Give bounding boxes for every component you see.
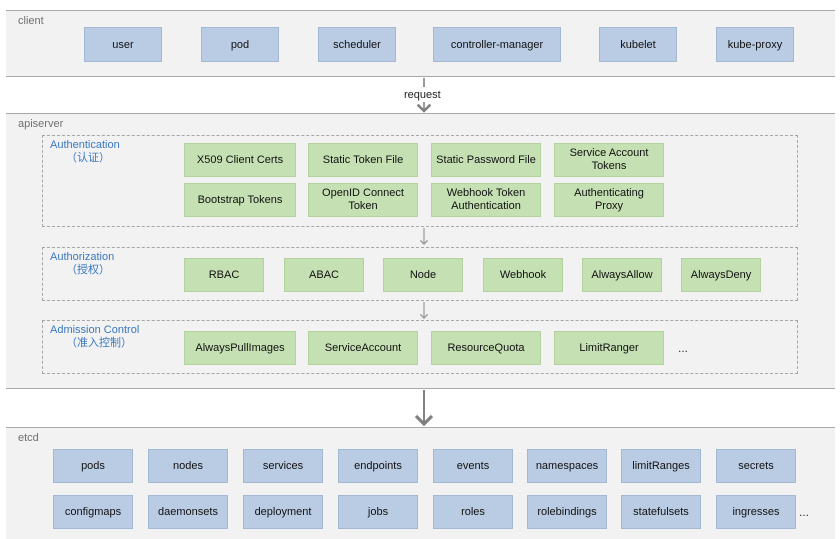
client-item-kubelet: kubelet (599, 27, 677, 62)
etcd-events: events (433, 449, 513, 483)
etcd-label: etcd (18, 432, 39, 444)
request-label: request (404, 89, 441, 101)
authz-node: Node (383, 258, 463, 292)
etcd-jobs: jobs (338, 495, 418, 529)
etcd-daemonsets: daemonsets (148, 495, 228, 529)
client-item-pod: pod (201, 27, 279, 62)
apiserver-label: apiserver (18, 118, 64, 130)
etcd-endpoints: endpoints (338, 449, 418, 483)
admission-limit-ranger: LimitRanger (554, 331, 664, 365)
client-label: client (18, 15, 44, 27)
authz-always-deny: AlwaysDeny (681, 258, 761, 292)
authentication-title-text: Authentication (50, 139, 120, 151)
etcd-limitranges: limitRanges (621, 449, 701, 483)
etcd-pods: pods (53, 449, 133, 483)
authn-static-password: Static Password File (431, 143, 541, 177)
etcd-statefulsets: statefulsets (621, 495, 701, 529)
apiserver-panel: apiserver (6, 113, 835, 389)
client-item-controller-manager: controller-manager (433, 27, 561, 62)
authorization-group (42, 247, 798, 301)
etcd-nodes: nodes (148, 449, 228, 483)
admission-title-text: Admission Control (50, 324, 140, 336)
admission-resource-quota: ResourceQuota (431, 331, 541, 365)
authz-rbac: RBAC (184, 258, 264, 292)
authn-authenticating-proxy: Authenticating Proxy (554, 183, 664, 217)
authn-service-account-tokens: Service Account Tokens (554, 143, 664, 177)
authz-always-allow: AlwaysAllow (582, 258, 662, 292)
etcd-secrets: secrets (716, 449, 796, 483)
authn-webhook-token: Webhook Token Authentication (431, 183, 541, 217)
admission-group (42, 320, 798, 374)
admission-more-ellipsis: ... (678, 341, 689, 355)
etcd-configmaps: configmaps (53, 495, 133, 529)
etcd-services: services (243, 449, 323, 483)
admission-always-pull-images: AlwaysPullImages (184, 331, 296, 365)
client-item-scheduler: scheduler (318, 27, 396, 62)
client-item-user: user (84, 27, 162, 62)
client-item-kube-proxy: kube-proxy (716, 27, 794, 62)
authorization-subtitle: （授权） (66, 264, 110, 276)
authn-x509: X509 Client Certs (184, 143, 296, 177)
admission-title: Admission Control （准入控制） (50, 324, 139, 350)
authentication-title: Authentication （认证） (50, 139, 120, 165)
authorization-title-text: Authorization (50, 251, 115, 263)
admission-service-account: ServiceAccount (308, 331, 418, 365)
admission-subtitle: （准入控制） (66, 337, 132, 349)
etcd-more-ellipsis: ... (799, 505, 810, 519)
etcd-deployment: deployment (243, 495, 323, 529)
authn-bootstrap-tokens: Bootstrap Tokens (184, 183, 296, 217)
authentication-subtitle: （认证） (66, 152, 110, 164)
etcd-ingresses: ingresses (716, 495, 796, 529)
authn-static-token: Static Token File (308, 143, 418, 177)
etcd-rolebindings: rolebindings (527, 495, 607, 529)
authz-webhook: Webhook (483, 258, 563, 292)
etcd-namespaces: namespaces (527, 449, 607, 483)
authentication-group (42, 135, 798, 227)
etcd-roles: roles (433, 495, 513, 529)
authn-openid-connect: OpenID Connect Token (308, 183, 418, 217)
authorization-title: Authorization （授权） (50, 251, 114, 277)
authz-abac: ABAC (284, 258, 364, 292)
